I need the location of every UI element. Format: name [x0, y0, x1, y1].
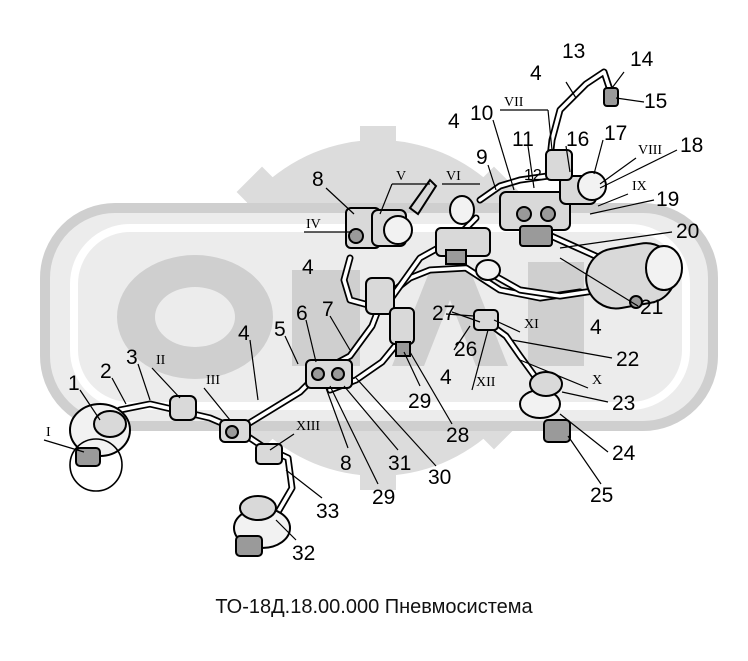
svg-text:I: I: [46, 425, 51, 440]
view-markers: I II III IV V VI VII VIII IX X XI XII XI…: [43, 95, 662, 453]
fitting-14-15: [603, 87, 619, 107]
callout-4d: 4: [302, 256, 314, 279]
view-marker-IX: IX: [597, 179, 647, 207]
callout-11: 11: [512, 128, 534, 151]
callout-4e: 4: [440, 366, 452, 389]
view-marker-VII: VII: [500, 95, 553, 151]
view-marker-IV: IV: [304, 217, 352, 233]
tee-XIII: [255, 443, 283, 465]
compressor-group: [499, 149, 607, 247]
svg-text:XI: XI: [524, 317, 539, 332]
callout-labels: 1 2 3 4 5 6 7 8 9 10 11 12 13 14 15 16 1…: [68, 40, 703, 565]
callout-9: 9: [476, 146, 488, 169]
pedal-unit-V: [371, 178, 438, 247]
regulator-VI: [435, 195, 491, 265]
callout-17: 17: [604, 122, 627, 145]
svg-text:VIII: VIII: [638, 143, 662, 158]
callout-29b: 29: [372, 486, 395, 509]
svg-text:X: X: [592, 373, 602, 388]
callout-8: 8: [312, 168, 324, 191]
callout-23: 23: [612, 392, 635, 415]
valve-center: [365, 277, 415, 357]
air-receiver: [585, 242, 683, 310]
svg-text:II: II: [156, 353, 166, 368]
callout-33: 33: [316, 500, 339, 523]
callout-24: 24: [612, 442, 636, 465]
view-marker-II: II: [151, 353, 181, 399]
diagram-caption: ТО-18Д.18.00.000 Пневмосистема: [215, 596, 533, 618]
callout-25: 25: [590, 484, 613, 507]
brake-chamber-right: [519, 371, 571, 443]
view-marker-XI: XI: [493, 317, 539, 333]
svg-text:III: III: [206, 373, 220, 388]
brake-chamber-left: [69, 403, 131, 467]
callout-4: 4: [238, 322, 250, 345]
callout-6: 6: [296, 302, 308, 325]
callout-10: 10: [470, 102, 493, 125]
callout-29: 29: [408, 390, 431, 413]
view-marker-XII: XII: [471, 329, 496, 391]
callout-20: 20: [676, 220, 699, 243]
callout-1: 1: [68, 372, 80, 395]
callout-5: 5: [274, 318, 286, 341]
callout-22: 22: [616, 348, 639, 371]
view-marker-VI: VI: [442, 169, 480, 185]
view-marker-V: V: [379, 169, 430, 215]
svg-text:XIII: XIII: [296, 419, 320, 434]
sensor-top: [475, 259, 501, 281]
callout-26: 26: [454, 338, 477, 361]
view-marker-I: I: [43, 425, 85, 453]
pipe-clamp-II: [169, 395, 197, 421]
callout-4b: 4: [530, 62, 542, 85]
callout-2: 2: [100, 360, 112, 383]
callout-15: 15: [644, 90, 667, 113]
view-marker-XIII: XIII: [269, 419, 320, 451]
svg-text:IV: IV: [306, 217, 321, 232]
brake-chamber-bottom: [233, 495, 291, 557]
callout-30: 30: [428, 466, 451, 489]
view-marker-III: III: [203, 373, 231, 421]
callout-3: 3: [126, 346, 138, 369]
view-marker-VIII: VIII: [599, 143, 662, 185]
callout-31: 31: [388, 452, 411, 475]
callout-19: 19: [656, 188, 679, 211]
callout-7: 7: [322, 298, 334, 321]
callout-4c: 4: [448, 110, 460, 133]
view-circle-I: [69, 438, 123, 492]
callout-18: 18: [680, 134, 703, 157]
callout-16: 16: [566, 128, 589, 151]
svg-text:VI: VI: [446, 169, 461, 184]
view-marker-X: X: [519, 359, 602, 389]
svg-text:IX: IX: [632, 179, 647, 194]
callout-28: 28: [446, 424, 469, 447]
callout-8b: 8: [340, 452, 352, 475]
distribution-block: [305, 359, 353, 389]
leader-lines: [79, 71, 678, 541]
callout-12: 12: [524, 167, 542, 184]
svg-text:XII: XII: [476, 375, 496, 390]
callout-27: 27: [432, 302, 455, 325]
callout-14: 14: [630, 48, 654, 71]
callout-32: 32: [292, 542, 315, 565]
coupling-III: [219, 419, 251, 443]
svg-text:VII: VII: [504, 95, 524, 110]
callout-13: 13: [562, 40, 585, 63]
svg-text:V: V: [396, 169, 406, 184]
callout-21: 21: [640, 296, 663, 319]
callout-4f: 4: [590, 316, 602, 339]
